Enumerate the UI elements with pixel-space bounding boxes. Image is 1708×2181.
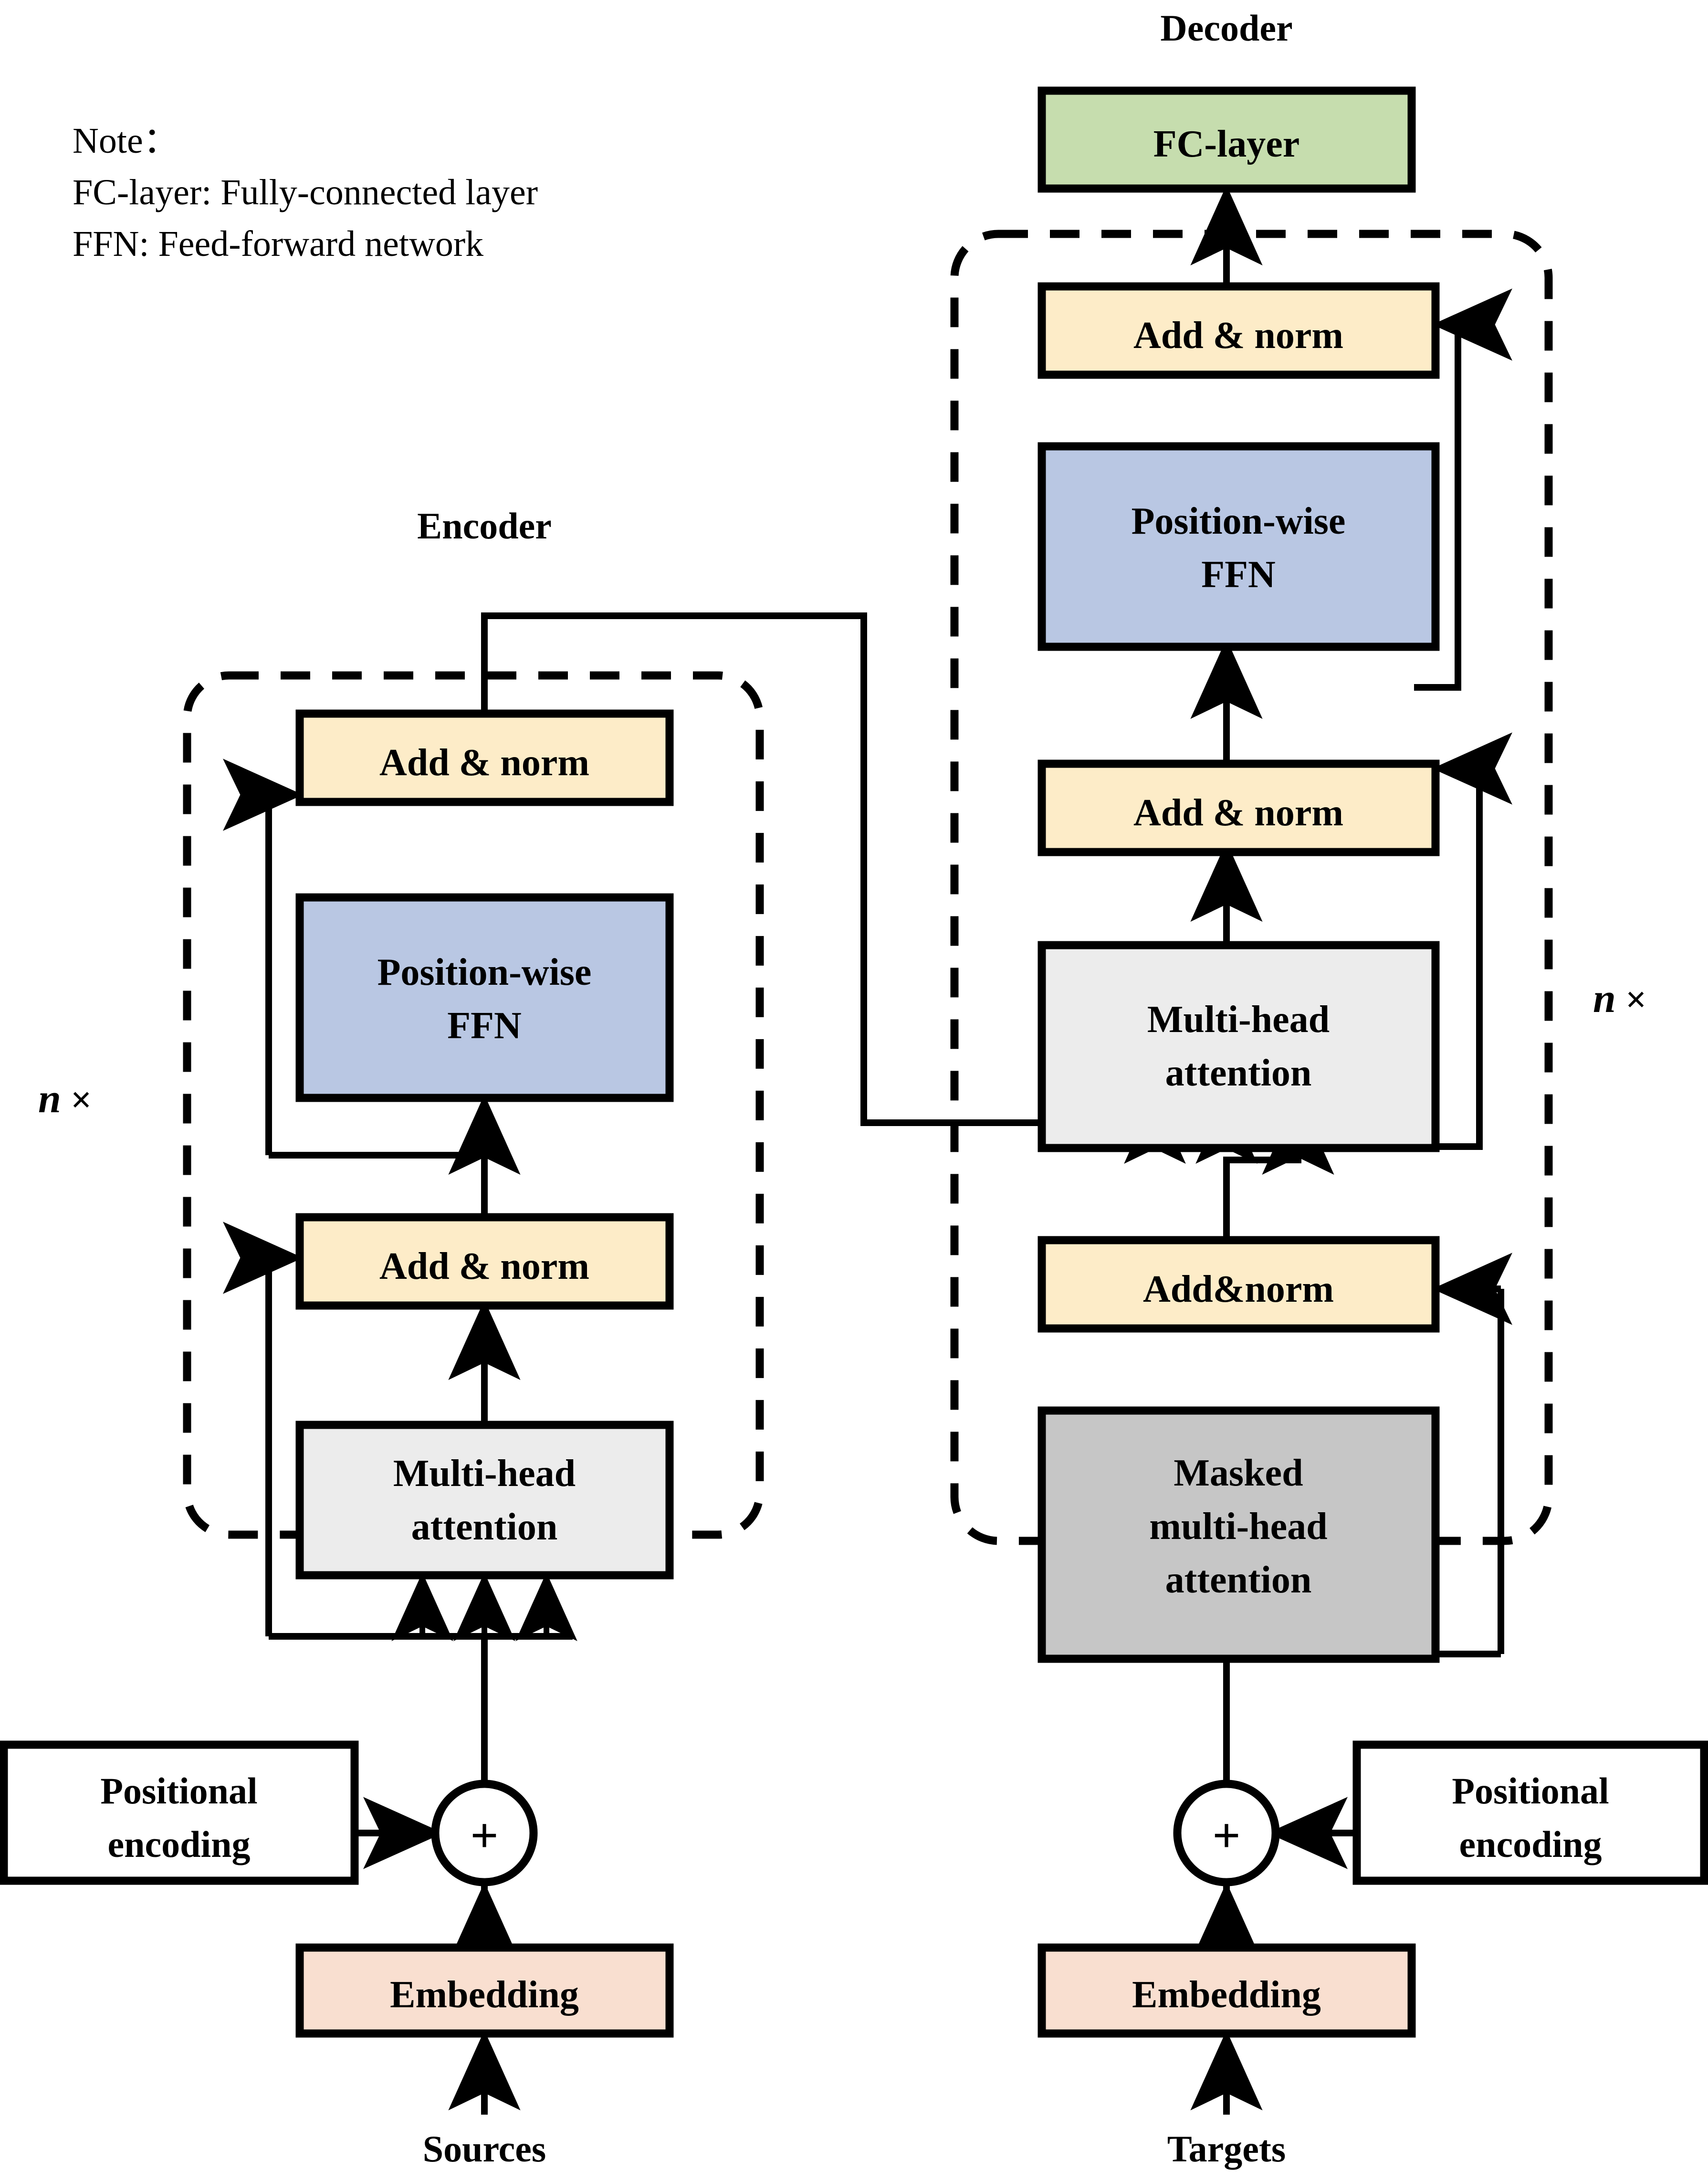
decoder-fc-layer[interactable]: FC-layer: [1037, 86, 1416, 193]
decoder-positional-encoding-line-1: Positional: [1452, 1770, 1609, 1812]
decoder-repeat-times-icon: ×: [1625, 979, 1646, 1020]
decoder-positional-encoding-line-2: encoding: [1459, 1823, 1602, 1865]
encoder-add-norm-top[interactable]: Add & norm: [295, 709, 674, 806]
encoder-positional-encoding-line-2: encoding: [107, 1823, 250, 1865]
encoder-positional-encoding[interactable]: Positional encoding: [0, 1740, 359, 1885]
decoder-ffn-label-line-2: FFN: [1201, 554, 1276, 596]
note-heading: Note：: [73, 121, 179, 161]
decoder-add-norm-top-label: Add & norm: [1133, 315, 1343, 357]
encoder-ffn-label-line-1: Position-wise: [377, 951, 592, 993]
decoder-embedding-label: Embedding: [1132, 1974, 1321, 2016]
edge-encoder-output-to-decoder-crossattention: [481, 612, 1226, 1126]
decoder-add-norm-mid-label: Add & norm: [1133, 792, 1343, 834]
decoder-add-norm-bottom-label: Add&norm: [1143, 1268, 1334, 1310]
encoder-multi-head-attention[interactable]: Multi-head attention: [295, 1421, 674, 1580]
encoder-adder-symbol: +: [470, 1808, 498, 1863]
decoder-masked-multi-head-attention[interactable]: Masked multi-head attention: [1037, 1406, 1440, 1663]
encoder-add-norm-bottom-label: Add & norm: [379, 1245, 589, 1287]
encoder-add-norm-top-label: Add & norm: [379, 742, 589, 784]
decoder-input-label: Targets: [1167, 2128, 1286, 2170]
decoder-add-norm-bottom[interactable]: Add&norm: [1037, 1236, 1440, 1333]
decoder-embedding[interactable]: Embedding: [1037, 1943, 1416, 2038]
decoder-adder-symbol: +: [1212, 1808, 1240, 1863]
encoder-position-wise-ffn[interactable]: Position-wise FFN: [295, 893, 674, 1102]
encoder-embedding-label: Embedding: [390, 1974, 579, 2016]
note-line-1: FC-layer: Fully-connected layer: [73, 172, 538, 212]
encoder-embedding[interactable]: Embedding: [295, 1943, 674, 2038]
encoder-input-label: Sources: [423, 2128, 546, 2170]
encoder-attention-label-line-2: attention: [411, 1506, 558, 1548]
encoder-repeat-times-icon: ×: [71, 1079, 92, 1120]
note-line-2: FFN: Feed-forward network: [73, 224, 483, 264]
encoder-positional-encoding-line-1: Positional: [100, 1770, 257, 1812]
encoder-attention-label-line-1: Multi-head: [393, 1453, 576, 1495]
decoder-residual-3-path: [1414, 325, 1461, 691]
decoder-positional-encoding[interactable]: Positional encoding: [1352, 1740, 1708, 1885]
decoder-add-norm-mid[interactable]: Add & norm: [1037, 759, 1440, 856]
decoder-multi-head-attention[interactable]: Multi-head attention: [1037, 941, 1440, 1152]
decoder-attention-label-line-2: attention: [1165, 1052, 1312, 1094]
encoder-title: Encoder: [417, 505, 552, 547]
encoder-stack-boundary: [183, 671, 764, 1539]
decoder-masked-attention-line-2: multi-head: [1149, 1506, 1327, 1548]
encoder-add-norm-bottom[interactable]: Add & norm: [295, 1213, 674, 1310]
decoder-add-norm-top[interactable]: Add & norm: [1037, 282, 1440, 379]
decoder-adder[interactable]: +: [1173, 1780, 1280, 1886]
decoder-attention-label-line-1: Multi-head: [1147, 999, 1330, 1041]
decoder-repeat-count: n: [1593, 975, 1616, 1021]
encoder-ffn-label-line-2: FFN: [447, 1005, 522, 1047]
encoder-adder[interactable]: +: [431, 1780, 538, 1886]
decoder-ffn-label-line-1: Position-wise: [1132, 500, 1346, 542]
decoder-masked-attention-line-3: attention: [1165, 1559, 1312, 1601]
decoder-title: Decoder: [1160, 7, 1292, 49]
encoder-repeat-count: n: [38, 1075, 61, 1121]
decoder-fc-layer-label: FC-layer: [1153, 123, 1300, 165]
decoder-position-wise-ffn[interactable]: Position-wise FFN: [1037, 442, 1440, 651]
decoder-masked-attention-line-1: Masked: [1174, 1452, 1303, 1494]
